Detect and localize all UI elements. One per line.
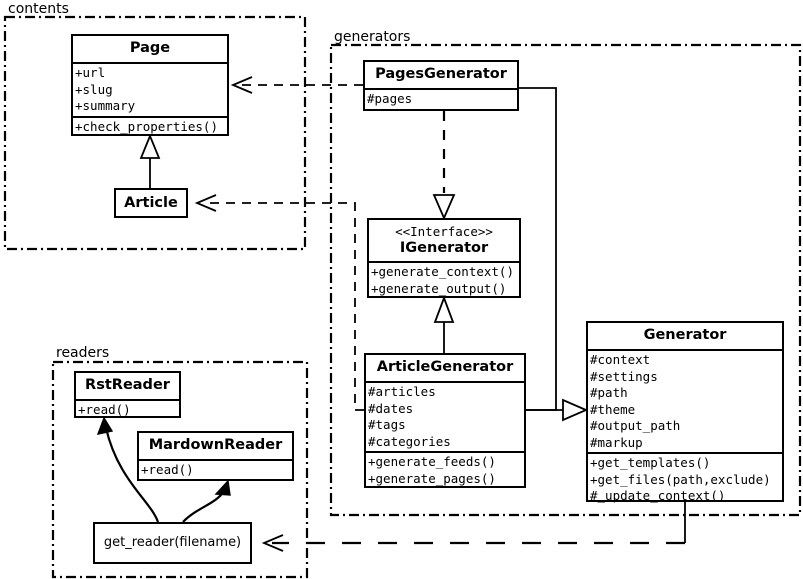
relation-generators-generalize-generator [519, 87, 589, 422]
class-generator-attributes: #context #settings #path #theme #output_… [588, 351, 782, 452]
relation-pagesgenerator-depends-page [230, 76, 363, 94]
class-mardownreader[interactable]: MardownReader +read() [137, 431, 294, 481]
class-igenerator-stereotype: <<Interface>> [395, 224, 493, 239]
class-articlegenerator[interactable]: ArticleGenerator #articles #dates #tags … [364, 353, 526, 488]
class-articlegenerator-methods: +generate_feeds() +generate_pages() [366, 453, 524, 488]
function-get-reader-label: get_reader(filename) [103, 535, 242, 550]
class-pagesgenerator-attributes: #pages [365, 90, 517, 109]
class-page[interactable]: Page +url +slug +summary +check_properti… [71, 34, 229, 136]
relation-getreader-creates-mardownreader [182, 479, 231, 523]
class-generator-methods: +get_templates() +get_files(path,exclude… [588, 454, 782, 506]
attribute: #tags [368, 417, 406, 432]
attribute: #theme [590, 401, 636, 417]
method: +generate_feeds() [368, 454, 496, 469]
class-pagesgenerator[interactable]: PagesGenerator #pages [363, 60, 519, 111]
attribute: #dates [368, 400, 414, 416]
method: +generate_pages() [368, 470, 496, 486]
class-mardownreader-methods: +read() [139, 461, 292, 480]
attribute: #categories [368, 433, 451, 449]
class-articlegenerator-title: ArticleGenerator [376, 359, 514, 375]
class-article-title: Article [124, 195, 178, 211]
class-rstreader-methods: +read() [76, 401, 179, 420]
method: +generate_output() [371, 280, 507, 296]
attribute: #articles [368, 384, 436, 399]
class-igenerator[interactable]: <<Interface>> IGenerator +generate_conte… [367, 218, 521, 298]
attribute: +url [75, 65, 106, 80]
method: +generate_context() [371, 264, 514, 279]
relation-articlegenerator-depends-article [194, 194, 364, 411]
method: +check_properties() [75, 118, 218, 134]
class-mardownreader-title: MardownReader [148, 437, 283, 453]
class-page-methods: +check_properties() [73, 118, 227, 137]
class-articlegenerator-attributes: #articles #dates #tags #categories [366, 383, 524, 451]
class-generator-title: Generator [643, 327, 727, 343]
attribute: #pages [367, 91, 413, 106]
method: #_update_context() [590, 488, 726, 503]
method: +get_files(path,exclude) [590, 471, 771, 487]
attribute: #settings [590, 368, 658, 384]
class-page-title: Page [129, 40, 171, 56]
method: +read() [141, 462, 194, 477]
attribute: #output_path [590, 418, 681, 433]
method: +get_templates() [590, 455, 711, 470]
function-get-reader[interactable]: get_reader(filename) [93, 522, 252, 564]
class-rstreader[interactable]: RstReader +read() [74, 371, 181, 418]
class-pagesgenerator-title: PagesGenerator [375, 66, 507, 82]
package-label-generators: generators [334, 29, 411, 45]
attribute: +slug [75, 81, 113, 97]
relation-articlegenerator-generalizes-igenerator [433, 295, 455, 353]
attribute: #markup [590, 434, 643, 450]
attribute: #path [590, 385, 628, 400]
class-article[interactable]: Article [114, 188, 188, 218]
attribute: +summary [75, 98, 136, 113]
class-igenerator-title: IGenerator [399, 240, 489, 256]
class-igenerator-methods: +generate_context() +generate_output() [369, 263, 519, 298]
method: +read() [78, 402, 131, 417]
class-page-attributes: +url +slug +summary [73, 64, 227, 116]
relation-pagesgenerator-realizes-igenerator [432, 111, 456, 221]
package-label-contents: contents [8, 1, 69, 17]
class-rstreader-title: RstReader [85, 377, 170, 393]
package-label-readers: readers [56, 345, 110, 361]
relation-article-generalizes-page [139, 133, 161, 188]
relation-generator-depends-getreader [261, 502, 686, 552]
class-generator[interactable]: Generator #context #settings #path #them… [586, 321, 784, 503]
attribute: #context [590, 352, 651, 367]
